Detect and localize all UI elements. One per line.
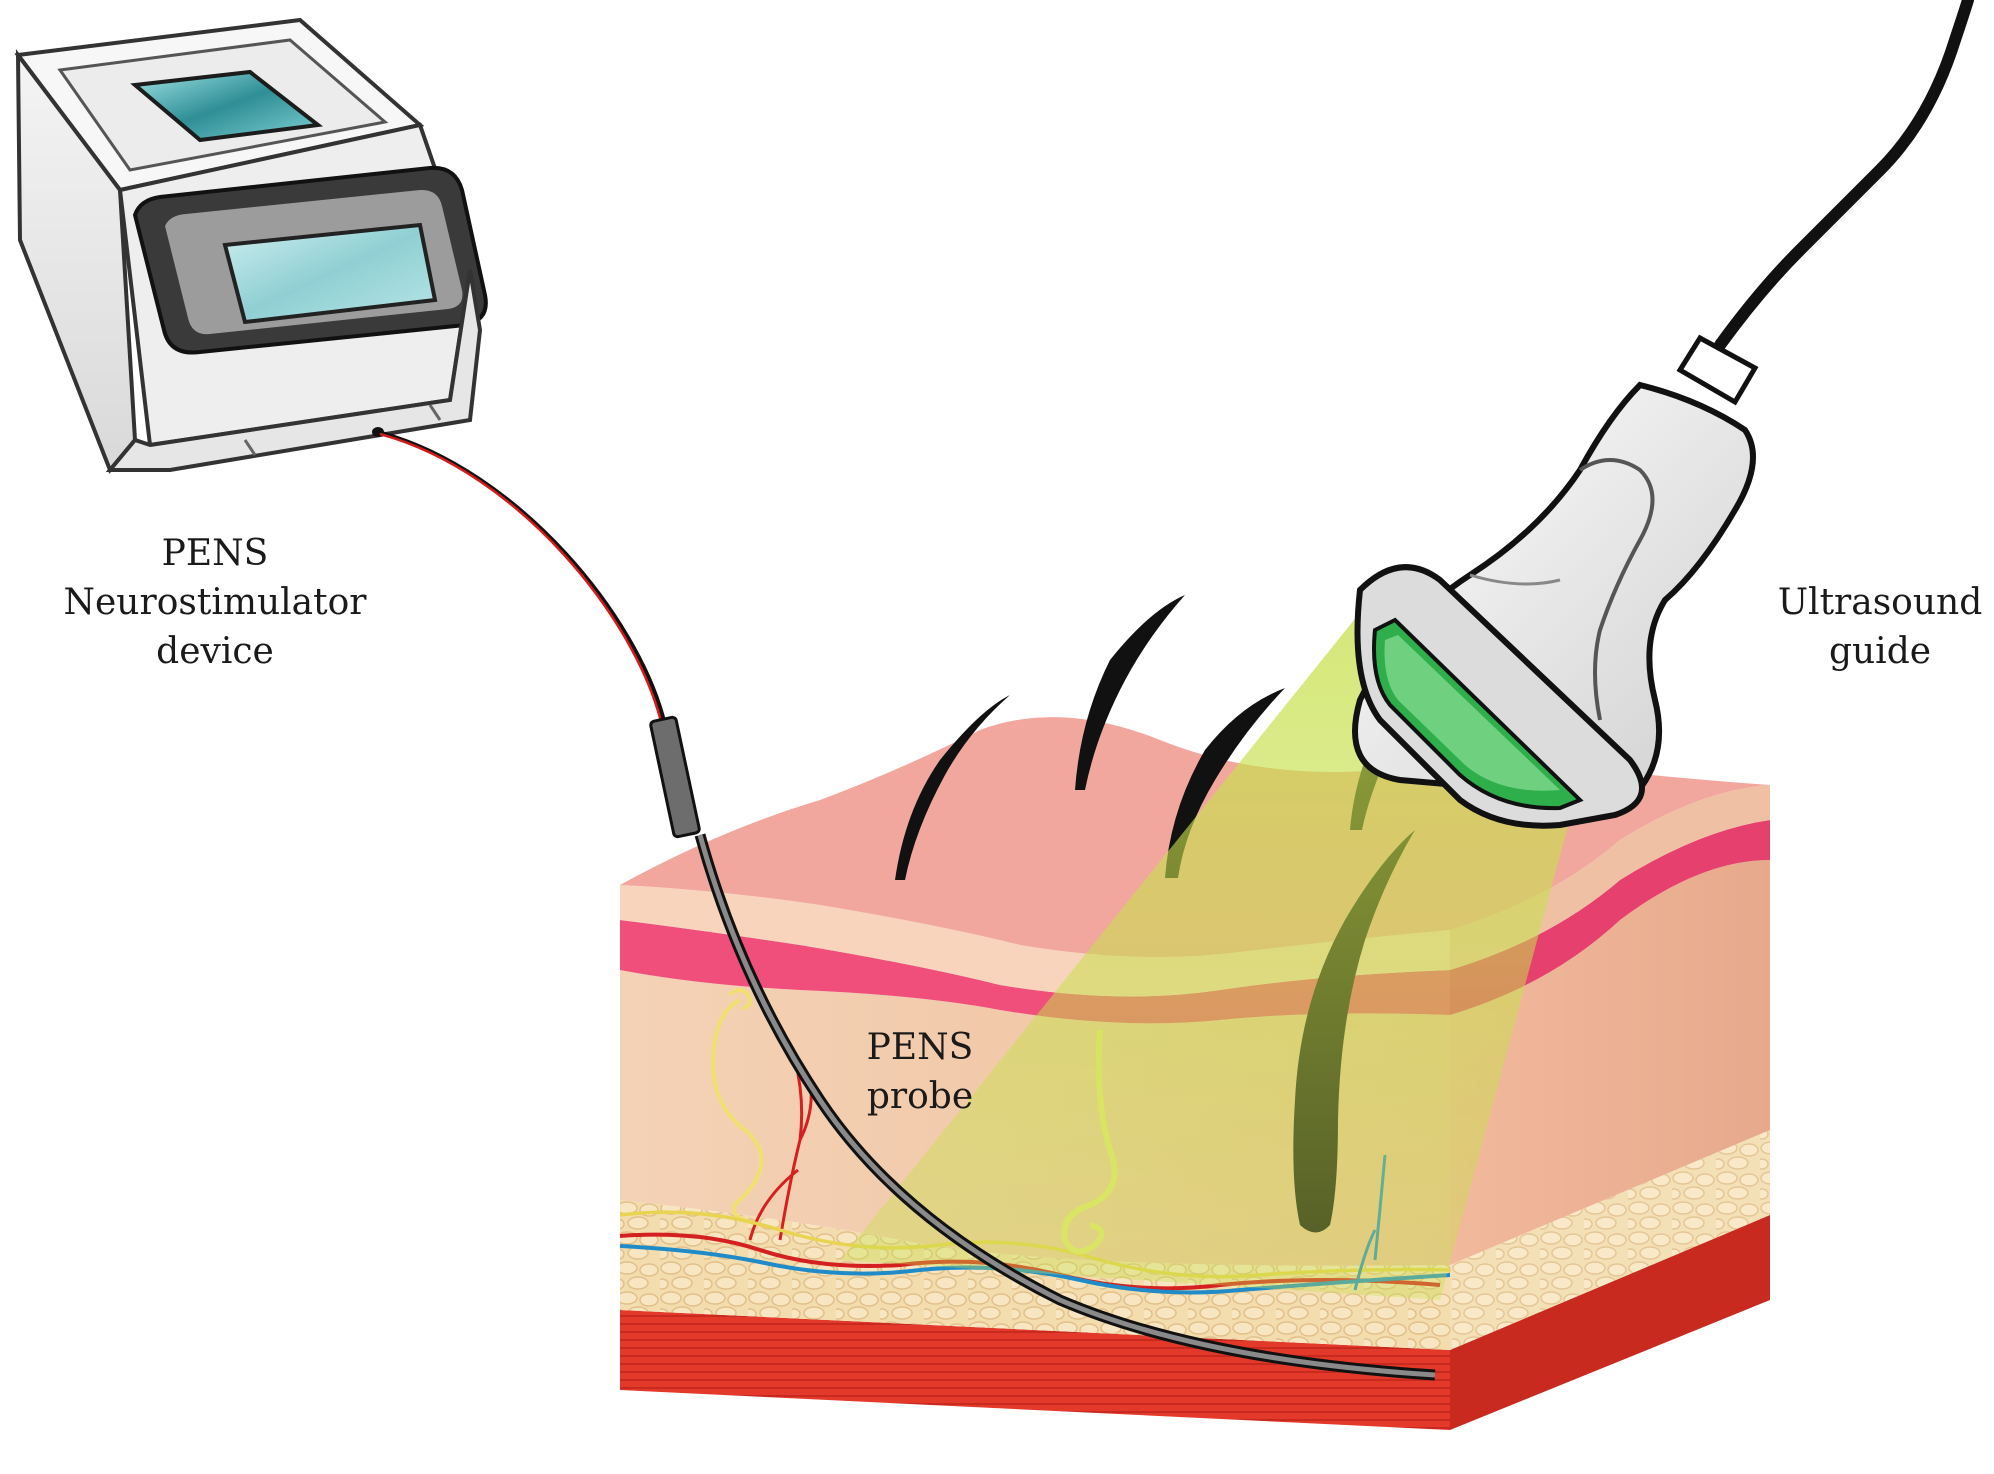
label-ultrasound-guide: Ultrasound guide	[1770, 578, 1990, 676]
label-line: Ultrasound	[1777, 582, 1983, 623]
nerve-yellow-left	[711, 998, 764, 1227]
label-line: PENS	[866, 1027, 974, 1068]
transducer-head	[1354, 564, 1645, 829]
neurostimulator-device-icon	[14, 17, 488, 474]
label-line: guide	[1828, 631, 1932, 672]
label-pens-neurostimulator-device: PENS Neurostimulator device	[55, 529, 375, 676]
label-line: device	[156, 631, 274, 672]
label-pens-probe: PENS probe	[840, 1023, 1000, 1121]
front-screen	[222, 222, 438, 325]
top-screen	[130, 69, 324, 143]
label-line: PENS	[161, 533, 269, 574]
ultrasound-transducer-icon	[1352, 0, 1974, 829]
label-line: probe	[866, 1076, 974, 1117]
label-line: Neurostimulator	[63, 582, 367, 623]
fat-layer	[620, 1200, 1450, 1350]
lead-wire	[377, 430, 667, 726]
transducer-cable	[1714, 0, 1974, 351]
pens-needle-icon	[649, 715, 1436, 1381]
needle-hub	[649, 715, 701, 839]
